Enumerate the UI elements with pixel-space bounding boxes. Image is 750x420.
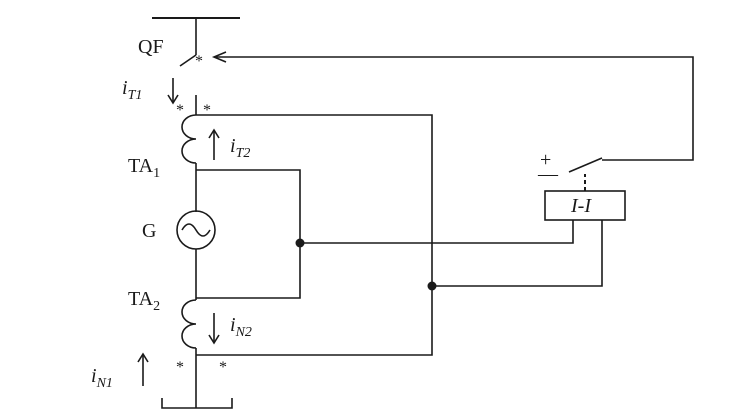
label-minus: — bbox=[537, 163, 559, 185]
label-in1: iN1 bbox=[91, 365, 113, 391]
label-in2: iN2 bbox=[230, 314, 252, 340]
breaker-contact-qf bbox=[179, 54, 197, 67]
trip-signal-line bbox=[216, 56, 694, 161]
junction-dot-1 bbox=[295, 238, 305, 248]
ta1-outer-wire bbox=[196, 114, 433, 286]
ta1-coil bbox=[181, 114, 197, 164]
star-mark-ta1-right: * bbox=[203, 102, 211, 119]
label-relay: I-I bbox=[570, 195, 592, 217]
ta2-coil bbox=[181, 299, 197, 349]
generator-sine-icon bbox=[181, 223, 211, 237]
label-qf: QF bbox=[138, 36, 164, 58]
neutral-bracket bbox=[161, 398, 233, 409]
arrow-down-icon-in2 bbox=[208, 313, 220, 345]
label-ta2: TA2 bbox=[128, 288, 160, 314]
star-mark-ta2-right: * bbox=[219, 359, 227, 376]
star-mark-ta2-left: * bbox=[176, 359, 184, 376]
label-it2: iT2 bbox=[230, 135, 250, 161]
star-mark-ta1-left: * bbox=[176, 102, 184, 119]
arrow-down-icon-it1 bbox=[167, 78, 179, 105]
star-mark-qf: * bbox=[195, 53, 203, 70]
arrow-up-icon-it2 bbox=[208, 128, 220, 160]
label-plus: + bbox=[540, 149, 551, 171]
arrow-up-icon-in1 bbox=[137, 352, 149, 386]
label-it1: iT1 bbox=[122, 77, 142, 103]
label-g: G bbox=[142, 220, 156, 242]
relay-input-wire-2 bbox=[432, 220, 603, 287]
relay-input-wire-1 bbox=[300, 220, 574, 244]
label-ta1: TA1 bbox=[128, 155, 160, 181]
ta1-inner-wire bbox=[196, 169, 301, 243]
trip-arrow-icon bbox=[211, 51, 227, 63]
junction-dot-2 bbox=[427, 281, 437, 291]
ta2-inner-wire bbox=[196, 243, 301, 299]
ta2-outer-wire bbox=[196, 286, 433, 356]
relay-trip-contact bbox=[568, 157, 603, 173]
